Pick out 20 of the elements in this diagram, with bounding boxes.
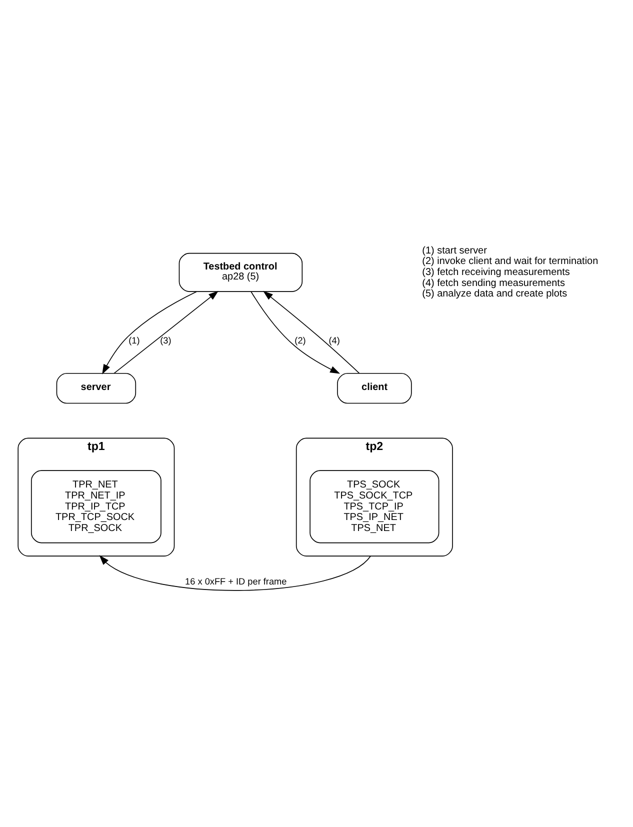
arrow	[102, 291, 198, 374]
edge-label: 16 x 0xFF + ID per frame	[185, 576, 287, 587]
arrow	[250, 291, 340, 374]
edge-label: (2)	[294, 335, 306, 346]
arrow	[263, 290, 360, 374]
arrow	[99, 555, 371, 591]
label: (2) invoke client and wait for termination	[422, 256, 598, 268]
node-box: server	[56, 372, 136, 404]
label: (5) analyze data and create plots	[422, 288, 568, 300]
node-box: client	[337, 372, 412, 404]
label: (4) fetch sending measurements	[422, 278, 565, 289]
arrow	[114, 290, 218, 374]
edge-label: (3)	[160, 335, 172, 346]
edge-label: (4)	[328, 335, 340, 346]
node-box: Testbed control ap28 (5)	[178, 252, 303, 292]
node-box: TPR_NET TPR_NET_IP TPR_IP_TCP TPR_TCP_SOCK TPR_SOCK	[30, 470, 162, 544]
label: (3) fetch receiving measurements	[422, 267, 570, 278]
edge-label: (1)	[128, 335, 140, 346]
label: (1) start server	[422, 245, 487, 256]
node-box: TPS_SOCK TPS_SOCK_TCP TPS_TCP_IP TPS_IP_NET TPS_NET	[310, 470, 440, 544]
